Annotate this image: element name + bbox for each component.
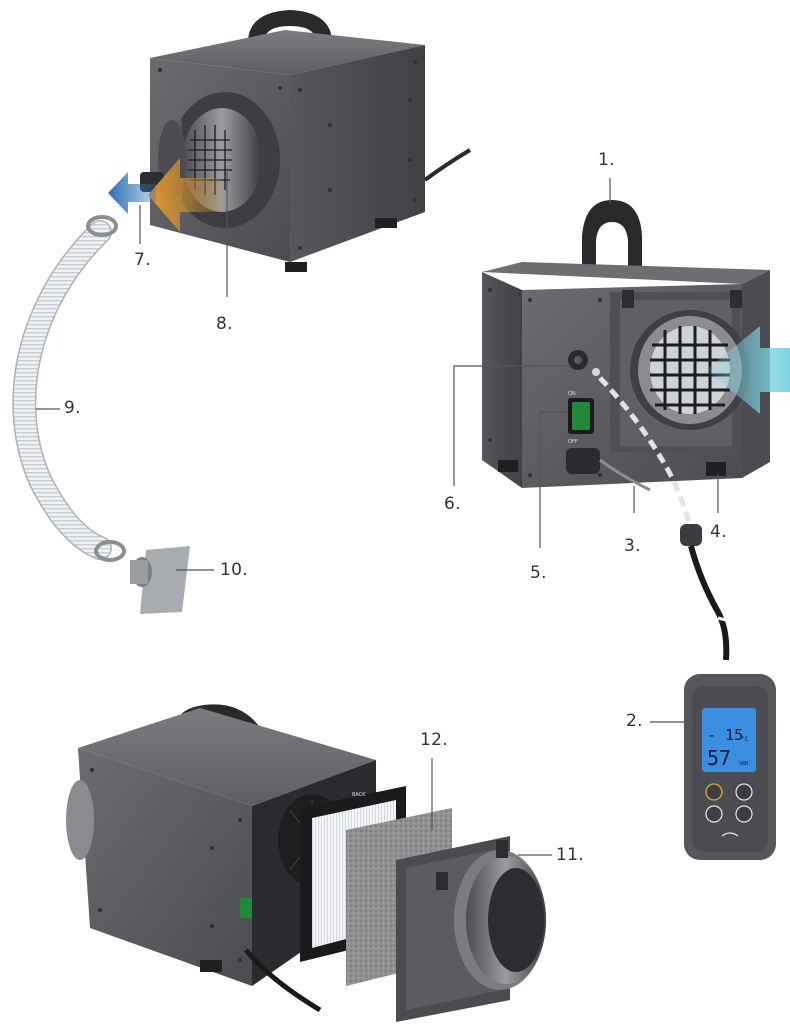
callout-12: 12. (420, 730, 448, 750)
airflow-out-orange-arrow (148, 158, 222, 232)
remote-controller: - 15 °C 57 %RH (680, 524, 776, 860)
unit-bottom (66, 704, 376, 1013)
duct-adapter (130, 546, 190, 614)
lcd-humidity: - 15 (707, 726, 743, 744)
callout-7: 7. (134, 250, 151, 270)
intake-frame (396, 836, 546, 1022)
callout-9: 9. (64, 398, 81, 418)
lcd-temp: 57 (707, 746, 731, 770)
controller-lcd (702, 708, 756, 772)
callout-2: 2. (626, 711, 643, 731)
airflow-in-arrow (706, 326, 790, 414)
power-icon (705, 783, 723, 801)
power-switch: ON OFF (568, 391, 594, 445)
handle-right (582, 200, 642, 272)
callout-8: 8. (216, 314, 233, 334)
unit-right-front: ON OFF (482, 200, 770, 492)
lcd-unit-c: °C (741, 736, 749, 743)
leader-6 (453, 365, 570, 486)
unit-top-rear (140, 10, 472, 272)
switch-off-label: OFF (568, 439, 578, 445)
callout-11: 11. (556, 845, 584, 865)
leader-5 (539, 411, 568, 548)
timer-icon (735, 805, 753, 823)
drop-icon (705, 805, 723, 823)
callout-1: 1. (598, 150, 615, 170)
callout-3: 3. (624, 536, 641, 556)
lcd-unit-rh: %RH (739, 761, 748, 767)
flex-hose (12, 215, 126, 562)
switch-on-label: ON (568, 391, 576, 397)
outlet-grille (188, 125, 232, 195)
fan-icon (735, 783, 753, 801)
filter-back-label: BACK (352, 792, 366, 798)
handle-top (248, 10, 332, 40)
callout-4: 4. (710, 522, 727, 542)
airflow-out-blue-arrow (108, 172, 156, 214)
leader-lines (36, 172, 719, 856)
callout-10: 10. (220, 560, 248, 580)
wifi-icon (721, 832, 739, 837)
callout-5: 5. (530, 563, 547, 583)
callout-6: 6. (444, 494, 461, 514)
